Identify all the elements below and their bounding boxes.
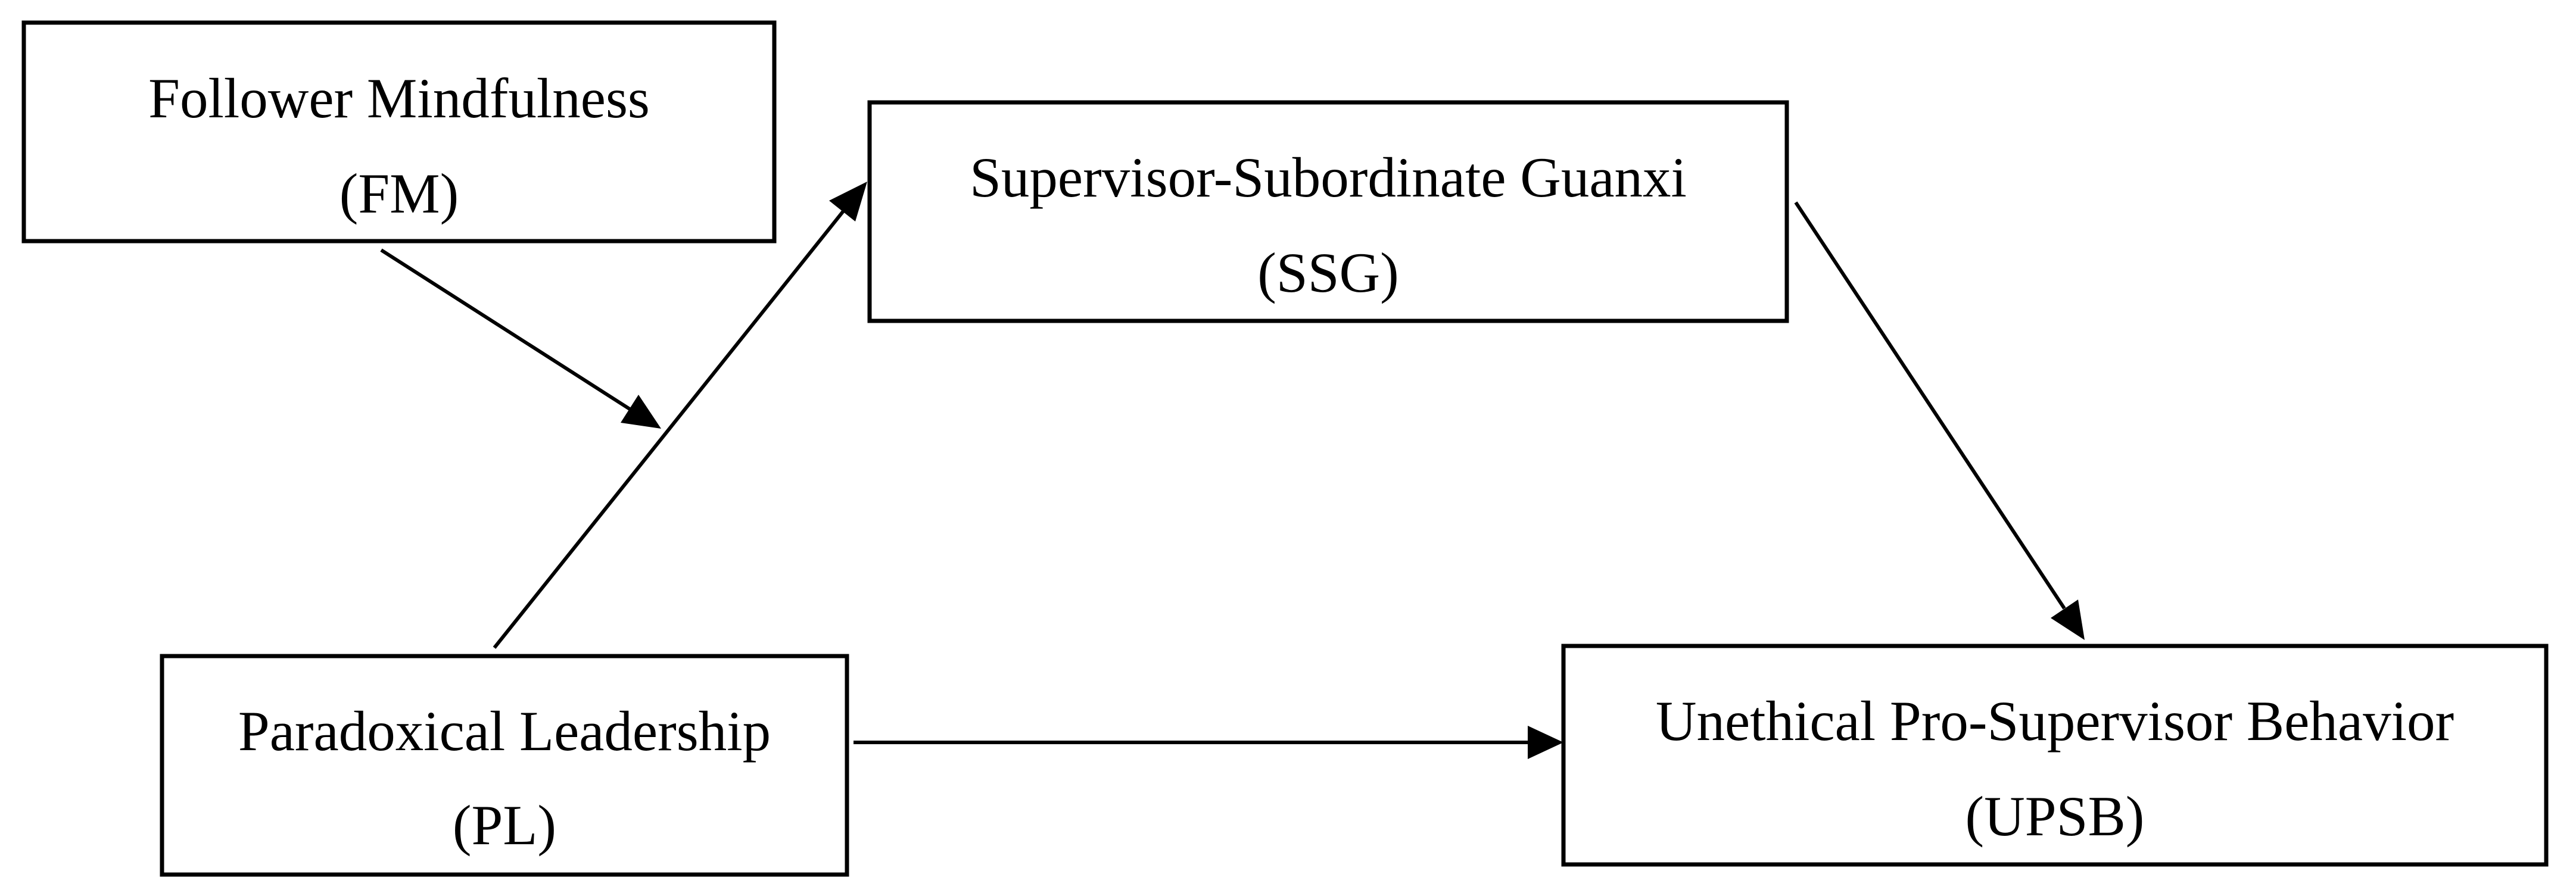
node-pl-abbr: (PL): [453, 794, 556, 857]
node-supervisor-subordinate-guanxi: Supervisor-Subordinate Guanxi (SSG): [867, 100, 1789, 323]
node-unethical-pro-supervisor-behavior: Unethical Pro-Supervisor Behavior (UPSB): [1561, 644, 2549, 867]
node-pl-title: Paradoxical Leadership: [238, 700, 771, 763]
node-upsb-title: Unethical Pro-Supervisor Behavior: [1656, 689, 2454, 753]
node-ssg-abbr: (SSG): [1257, 241, 1399, 304]
node-paradoxical-leadership: Paradoxical Leadership (PL): [160, 654, 849, 877]
node-fm-title: Follower Mindfulness: [148, 67, 650, 130]
node-ssg-title: Supervisor-Subordinate Guanxi: [970, 146, 1687, 209]
node-fm-abbr: (FM): [339, 162, 459, 225]
edge-pl-to-ssg: [493, 182, 867, 649]
edges: [380, 182, 2085, 759]
node-upsb-abbr: (UPSB): [1966, 785, 2145, 848]
edge-pl-to-upsb: [854, 726, 1563, 759]
node-follower-mindfulness: Follower Mindfulness (FM): [21, 20, 777, 243]
edge-fm-moderation: [380, 248, 661, 429]
edge-ssg-to-upsb: [1794, 201, 2085, 640]
